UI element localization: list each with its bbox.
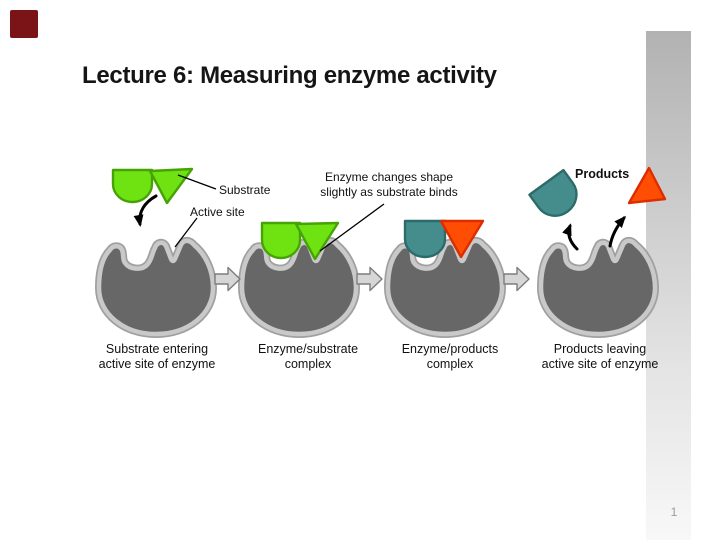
enzyme-4-body	[541, 241, 655, 334]
caption-enzyme-substrate-complex: Enzyme/substrate complex	[257, 342, 359, 371]
enzyme-3-body	[388, 241, 502, 334]
caption-enzyme-products-complex: Enzyme/products complex	[401, 342, 499, 371]
substrate-arch-free	[111, 168, 154, 204]
substrate-triangle-free	[148, 167, 194, 205]
enzyme-changes-label: Enzyme changes shape slightly as substra…	[320, 170, 458, 199]
product-arch-bound	[403, 219, 447, 259]
enzyme-2-body	[242, 241, 356, 334]
active-site-pointer-line	[174, 217, 198, 248]
slide-title: Lecture 6: Measuring enzyme activity	[82, 62, 497, 89]
slide-accent-square	[10, 10, 38, 38]
step-arrow-1	[214, 266, 241, 292]
product-triangle-free	[627, 166, 667, 205]
substrate-triangle-bound	[294, 221, 340, 261]
enzyme-1	[99, 241, 213, 334]
enzyme-4	[541, 241, 655, 334]
product-triangle-bound	[439, 219, 485, 259]
caption-products-leaving: Products leaving active site of enzyme	[541, 342, 659, 371]
active-site-label: Active site	[190, 205, 245, 219]
enzyme-3	[388, 241, 502, 334]
enzyme-1-body	[99, 241, 213, 334]
substrate-label: Substrate	[219, 183, 271, 197]
page-number: 1	[670, 505, 678, 519]
substrate-entry-arrow	[133, 194, 158, 227]
product-arch-free	[528, 168, 578, 217]
substrate-arch-bound	[260, 221, 302, 260]
substrate-pointer-line	[177, 174, 217, 190]
product-exit-arrow-right	[608, 215, 626, 248]
enzyme-changes-pointer-line	[319, 203, 385, 252]
products-label: Products	[575, 167, 630, 181]
step-arrow-3	[503, 266, 530, 292]
caption-substrate-entering: Substrate entering active site of enzyme	[98, 342, 216, 371]
enzyme-2	[242, 241, 356, 334]
product-exit-arrow-left	[562, 223, 579, 251]
step-arrow-2	[356, 266, 383, 292]
